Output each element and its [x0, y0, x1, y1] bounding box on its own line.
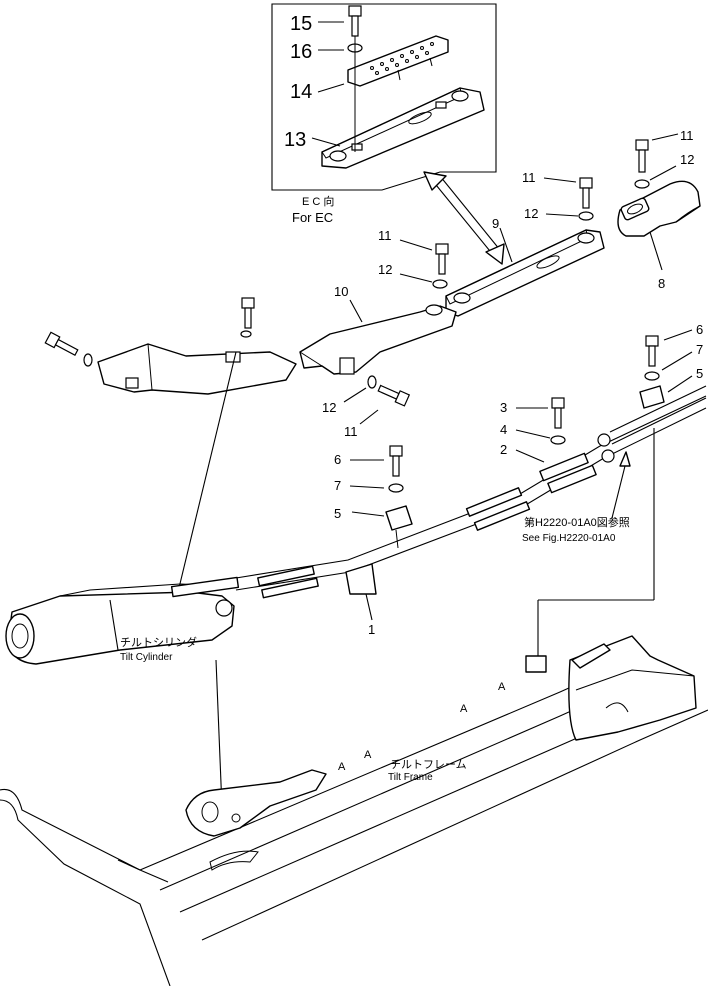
- callout-2: 2: [500, 442, 507, 457]
- svg-text:A: A: [338, 761, 346, 773]
- tilt-cylinder: [5, 576, 240, 665]
- callout-5-b: 5: [696, 366, 703, 381]
- note-ec-jp: E C 向: [302, 194, 334, 208]
- note-frame-jp: チルトフレーム: [390, 758, 467, 771]
- threaded-rod-b: [257, 565, 319, 599]
- svg-text:A: A: [460, 703, 468, 715]
- bolt-6-b: [645, 335, 659, 367]
- callout-14: 14: [290, 81, 312, 103]
- note-cyl-en: Tilt Cylinder: [120, 652, 173, 663]
- callout-6-b: 6: [696, 322, 703, 337]
- bolt-11-b: [579, 177, 593, 209]
- clamp-5-a: [385, 505, 413, 549]
- bolt-11-c: [435, 243, 449, 275]
- bolt-left-2: [44, 331, 79, 357]
- plate-14: [347, 35, 449, 87]
- callout-11-a: 11: [680, 128, 694, 143]
- ec-inset: 15 16 14 13: [271, 3, 497, 191]
- arm-10: [299, 304, 457, 375]
- part-1: [345, 563, 377, 595]
- bolt-11-a: [635, 139, 649, 173]
- callout-6-a: 6: [334, 452, 341, 467]
- callout-7-a: 7: [334, 478, 341, 493]
- callout-9: 9: [492, 216, 499, 231]
- callout-12-a: 12: [680, 152, 694, 167]
- bar-9: [445, 229, 605, 317]
- callout-8: 8: [658, 276, 665, 291]
- callout-12-d: 12: [322, 400, 336, 415]
- bolt-3: [551, 397, 565, 429]
- callout-7-b: 7: [696, 342, 703, 357]
- note-ref-jp: 第H2220-01A0図参照: [524, 515, 630, 529]
- double-arrow: [423, 171, 505, 265]
- hose-lines: [235, 385, 707, 591]
- callout-12-c: 12: [378, 262, 392, 277]
- washer-12-c: [432, 279, 448, 289]
- callout-16: 16: [290, 41, 312, 63]
- callout-12-b: 12: [524, 206, 538, 221]
- threaded-rod-a: [465, 487, 531, 531]
- washer-12-b: [578, 211, 594, 221]
- washer-4: [550, 435, 566, 445]
- left-bracket: [97, 343, 297, 395]
- callout-11-b: 11: [522, 170, 536, 185]
- callout-11-d: 11: [344, 424, 358, 439]
- cover-8: [617, 180, 701, 237]
- washer-12-d: [367, 375, 377, 389]
- fitting-2: [539, 433, 615, 494]
- callout-10: 10: [334, 284, 348, 299]
- note-ec-en: For EC: [292, 210, 333, 225]
- clamp-5-b: [639, 385, 665, 409]
- washer-12-a: [634, 179, 650, 189]
- note-cyl-jp: チルトシリンダ: [120, 635, 197, 649]
- bar-13: [321, 87, 485, 169]
- callout-15: 15: [290, 13, 312, 35]
- bolt-6-a: [389, 445, 403, 477]
- svg-text:A: A: [364, 749, 372, 761]
- callout-1: 1: [368, 622, 375, 637]
- callout-13: 13: [284, 129, 306, 151]
- note-ref-en: See Fig.H2220-01A0: [522, 533, 616, 544]
- callout-5-a: 5: [334, 506, 341, 521]
- bolt-left-1: [240, 297, 255, 338]
- washer-7-b: [644, 371, 660, 381]
- note-frame-en: Tilt Frame: [388, 772, 433, 783]
- tilt-frame: A A A A: [0, 635, 708, 986]
- callout-11-c: 11: [378, 228, 392, 243]
- bolt-11-d: [377, 384, 411, 407]
- svg-text:A: A: [498, 681, 506, 693]
- callout-4: 4: [500, 422, 507, 437]
- bolt-15: [348, 5, 362, 37]
- washer-7-a: [388, 483, 404, 493]
- callout-3: 3: [500, 400, 507, 415]
